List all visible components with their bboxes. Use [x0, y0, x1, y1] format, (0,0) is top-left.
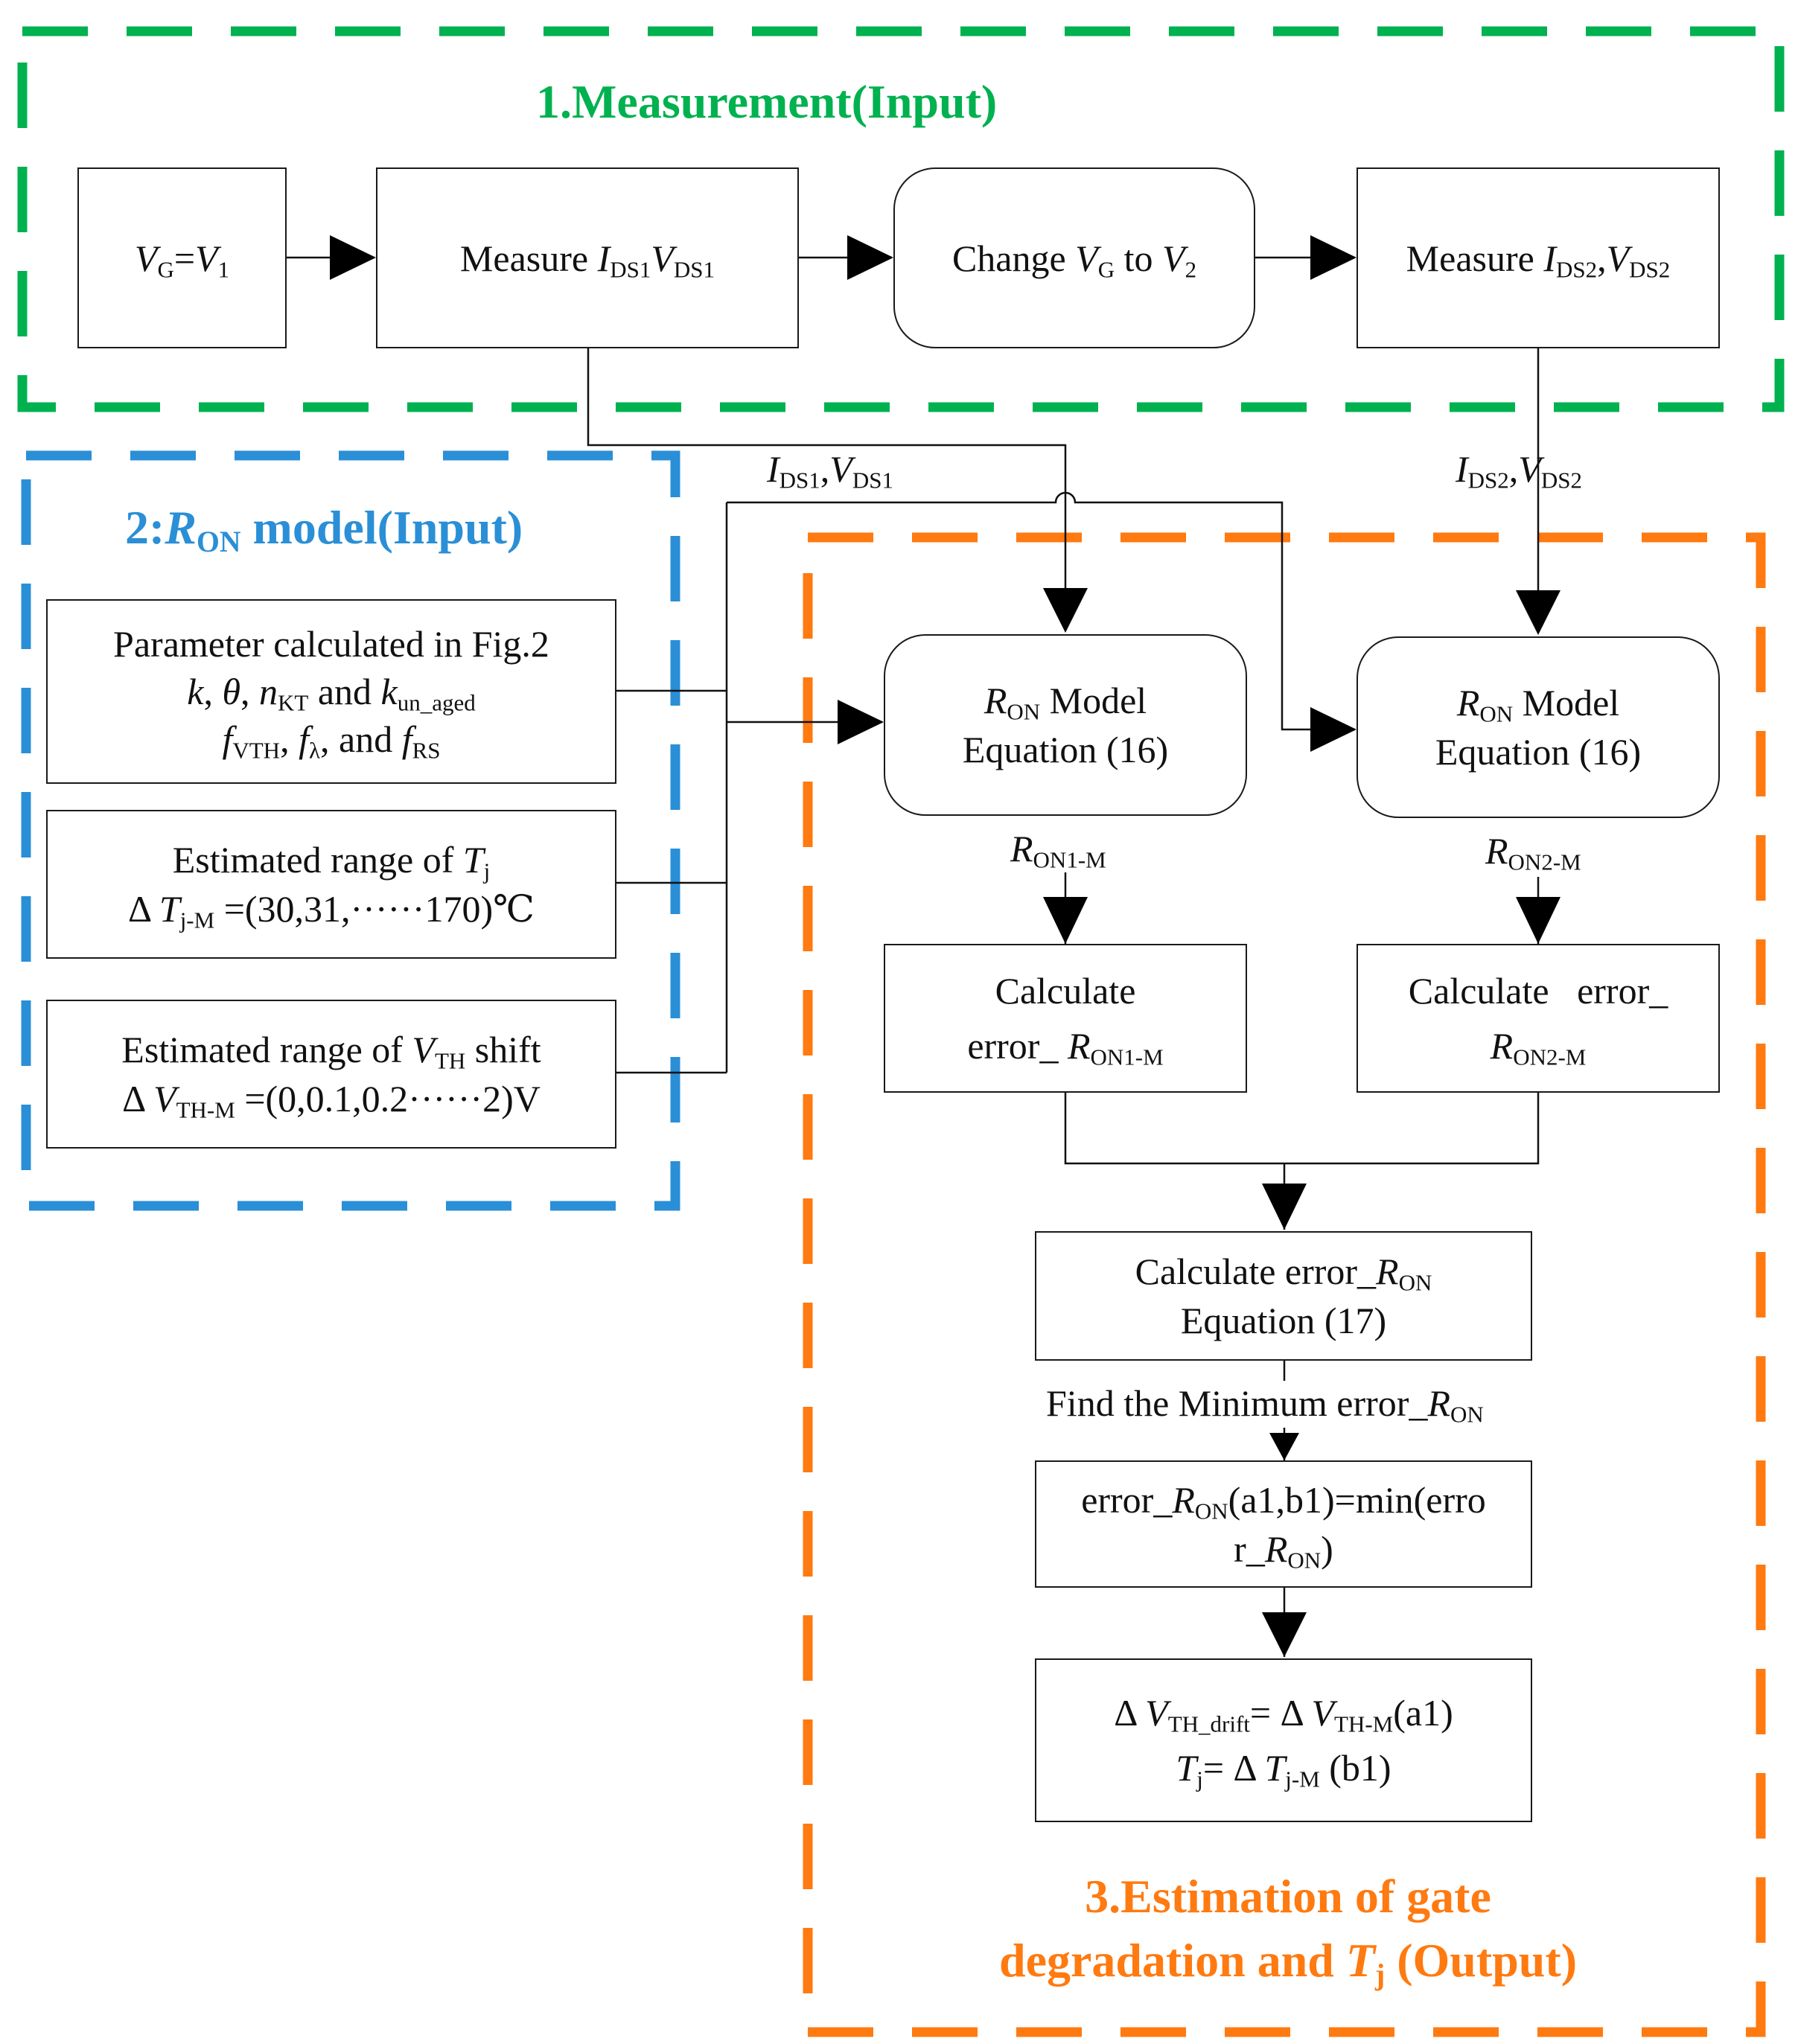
box-ron-model-1: RON Model Equation (16) [884, 634, 1247, 816]
arrowhead-12 [1262, 1612, 1307, 1657]
box-measure-1: Measure IDS1VDS1 [376, 167, 799, 348]
box-vth-range: Estimated range of VTH shift Δ VTH-M =(0… [46, 1000, 616, 1149]
box-parameters: Parameter calculated in Fig.2 k, θ, nKT … [46, 599, 616, 784]
arrowhead-7 [1310, 707, 1357, 752]
box-change-vg: Change VG to V2 [893, 167, 1255, 348]
frame-title-ron-model: 2:RON model(Input) [125, 501, 523, 559]
frame-measurement [17, 26, 1785, 412]
label-ids1-vds1: IDS1,VDS1 [767, 448, 893, 494]
arrowhead-4 [1043, 588, 1088, 633]
box-calc-error-2: Calculate error_ RON2-M [1357, 944, 1720, 1093]
label-find-minimum: Find the Minimum error_RON [1046, 1382, 1484, 1428]
arrowhead-3 [1310, 235, 1357, 280]
arrowhead-1 [330, 235, 376, 280]
box-ron-model-2: RON Model Equation (16) [1357, 636, 1720, 818]
box-tj-range: Estimated range of Tj Δ Tj-M =(30,31,···… [46, 810, 616, 959]
arrowhead-9 [1516, 897, 1561, 944]
frame-estimation [803, 532, 1766, 2037]
arrowhead-10 [1262, 1184, 1307, 1230]
arrowhead-5 [1516, 590, 1561, 635]
box-measure-2: Measure IDS2,VDS2 [1357, 167, 1720, 348]
arrowhead-8 [1043, 897, 1088, 944]
box-min-error: error_RON(a1,b1)=min(erro r_RON) [1035, 1460, 1532, 1588]
box-calc-error-1: Calculate error_ RON1-M [884, 944, 1247, 1093]
box-calc-error-total: Calculate error_RON Equation (17) [1035, 1231, 1532, 1361]
arrowhead-2 [847, 235, 893, 280]
arrowhead-11 [1269, 1433, 1299, 1460]
arrowhead-6 [838, 700, 884, 744]
label-ids2-vds2: IDS2,VDS2 [1456, 448, 1582, 494]
line-bus-to-model2 [727, 491, 1355, 731]
frame-title-estimation: 3.Estimation of gate degradation and Tj … [999, 1870, 1577, 1992]
line-ids1-to-model1 [587, 348, 1067, 599]
box-set-vg: VG=V1 [77, 167, 287, 348]
label-ron2-m: RON2-M [1485, 830, 1581, 875]
frame-ron-model [21, 450, 680, 1211]
frame-title-measurement: 1.Measurement(Input) [536, 75, 998, 128]
line-calc1-to-join [1064, 1093, 1540, 1165]
box-result: Δ VTH_drift= Δ VTH-M(a1) Tj= Δ Tj-M (b1) [1035, 1658, 1532, 1822]
label-ron1-m: RON1-M [1010, 828, 1106, 873]
